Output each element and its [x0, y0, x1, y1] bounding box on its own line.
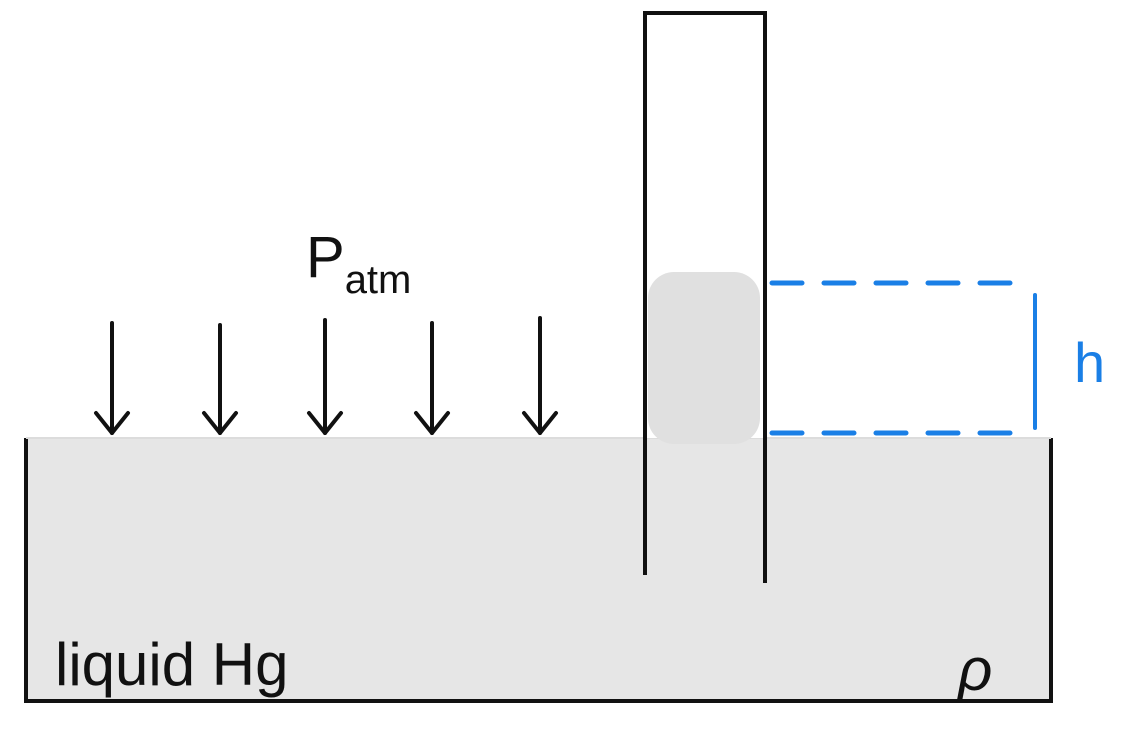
- pressure-arrow: [307, 318, 343, 435]
- pressure-arrow: [202, 323, 238, 435]
- height-label: h: [1074, 331, 1105, 394]
- pressure-label: Patm: [306, 225, 411, 302]
- density-label: ρ: [956, 636, 992, 703]
- pressure-label-subscript: atm: [345, 258, 412, 302]
- pressure-arrow: [414, 321, 450, 435]
- pressure-arrow: [94, 321, 130, 435]
- container-outline: [24, 438, 1053, 703]
- liquid-body: [26, 438, 1051, 700]
- tube-outline: [643, 11, 767, 583]
- pressure-label-main: P: [306, 225, 345, 290]
- pressure-arrows: [94, 316, 558, 435]
- mercury-column: [648, 272, 760, 444]
- pressure-arrow: [522, 316, 558, 435]
- height-measure: [769, 280, 1037, 436]
- liquid-label: liquid Hg: [55, 631, 288, 698]
